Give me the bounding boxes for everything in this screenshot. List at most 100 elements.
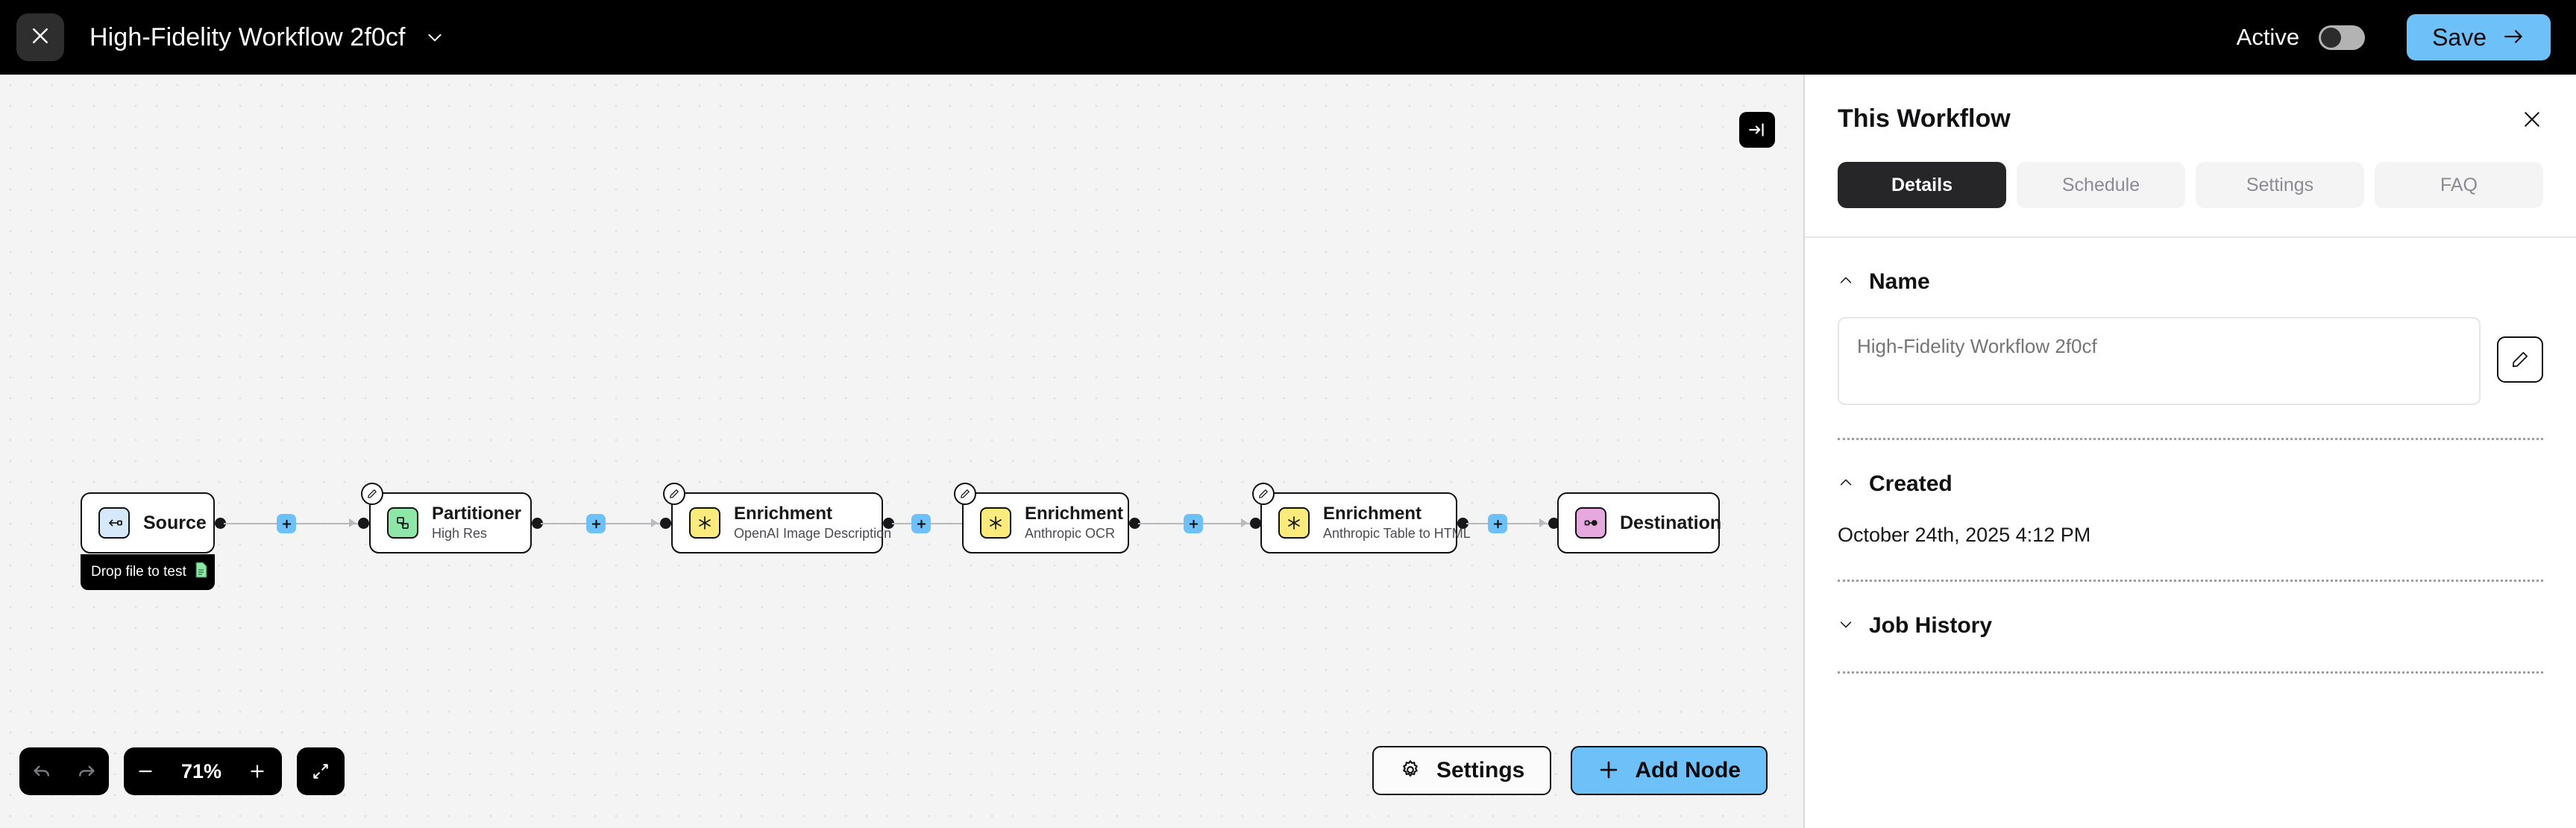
section-title-job-history: Job History <box>1869 613 1993 638</box>
enrichment-icon <box>689 507 720 539</box>
flow-node-enrichment-ocr[interactable]: Enrichment Anthropic OCR <box>954 483 1129 553</box>
flow-node-title: Partitioner <box>432 504 522 524</box>
zoom-level[interactable]: 71% <box>180 759 222 782</box>
zoom-out-button[interactable] <box>124 747 167 795</box>
node-port-out[interactable] <box>532 518 543 529</box>
close-icon <box>29 25 51 51</box>
add-node-between-button[interactable] <box>586 514 606 533</box>
arrow-right-icon <box>2503 27 2525 48</box>
flow-node-subtitle: Anthropic OCR <box>1025 525 1116 541</box>
drop-file-tooltip: Drop file to test <box>81 554 215 590</box>
settings-button[interactable]: Settings <box>1372 746 1552 795</box>
flow-node-title: Destination <box>1620 512 1722 533</box>
chevron-up-icon <box>1838 272 1854 292</box>
panel-tabs: Details Schedule Settings FAQ <box>1805 134 2576 208</box>
flow-node-subtitle: High Res <box>432 525 488 541</box>
tab-settings[interactable]: Settings <box>2196 162 2364 208</box>
node-graph: Source Drop file to test <box>0 75 1803 828</box>
save-button[interactable]: Save <box>2407 14 2551 60</box>
edit-node-button[interactable] <box>361 483 383 505</box>
edit-node-button[interactable] <box>1252 483 1275 505</box>
edge-arrow-icon <box>1539 518 1546 527</box>
created-value: October 24th, 2025 4:12 PM <box>1838 524 2091 546</box>
node-port-in[interactable] <box>1548 518 1559 529</box>
section-divider <box>1838 438 2543 440</box>
edit-node-button[interactable] <box>954 483 976 505</box>
section-header-name[interactable]: Name <box>1838 238 2543 295</box>
add-node-between-button[interactable] <box>1184 514 1203 533</box>
workflow-canvas[interactable]: Source Drop file to test <box>0 75 1803 828</box>
chevron-down-icon[interactable] <box>425 28 444 47</box>
enrichment-icon <box>980 507 1011 539</box>
add-node-button-label: Add Node <box>1635 758 1741 782</box>
details-panel: This Workflow Details Schedule Settings … <box>1803 75 2576 828</box>
section-title-created: Created <box>1869 471 1953 496</box>
workflow-name-input[interactable] <box>1838 317 2481 405</box>
node-port-out[interactable] <box>883 518 894 529</box>
node-port-out[interactable] <box>215 518 226 529</box>
zoom-in-button[interactable] <box>236 747 279 795</box>
node-port-in[interactable] <box>358 518 369 529</box>
flow-node-title: Enrichment <box>1025 504 1124 524</box>
close-workflow-button[interactable] <box>16 13 64 61</box>
redo-icon[interactable] <box>64 747 109 795</box>
gear-icon <box>1399 759 1421 783</box>
canvas-actions: Settings Add Node <box>1372 746 1768 795</box>
edge-line <box>1466 522 1548 525</box>
edit-node-button[interactable] <box>663 483 685 505</box>
add-node-between-button[interactable] <box>1488 514 1507 533</box>
node-port-in[interactable] <box>660 518 671 529</box>
destination-icon <box>1575 507 1606 539</box>
top-bar-right: Active Save <box>2237 14 2551 60</box>
chevron-up-icon <box>1838 474 1854 495</box>
panel-header: This Workflow <box>1805 75 2576 134</box>
active-toggle[interactable] <box>2319 25 2366 50</box>
source-icon <box>98 507 130 539</box>
add-node-button[interactable]: Add Node <box>1571 746 1768 795</box>
edge-arrow-icon <box>651 518 658 527</box>
tab-schedule[interactable]: Schedule <box>2017 162 2185 208</box>
undo-icon[interactable] <box>19 747 64 795</box>
add-node-between-button[interactable] <box>911 514 931 533</box>
flow-node-title: Enrichment <box>734 504 833 524</box>
edge-arrow-icon <box>349 518 356 527</box>
chevron-down-icon <box>1838 616 1854 636</box>
tab-details[interactable]: Details <box>1838 162 2006 208</box>
flow-node-enrichment-openai[interactable]: Enrichment OpenAI Image Description <box>663 483 891 553</box>
flow-node-destination[interactable]: Destination <box>1557 492 1722 553</box>
fit-screen-toolbar <box>297 747 345 795</box>
flow-node-partitioner[interactable]: Partitioner High Res <box>361 483 532 553</box>
panel-body: Name Created October 24th, 2025 4:12 PM <box>1805 238 2576 674</box>
add-node-between-button[interactable] <box>277 514 296 533</box>
edge-arrow-icon <box>1241 518 1248 527</box>
flow-node-enrichment-table[interactable]: Enrichment Anthropic Table to HTML <box>1252 483 1471 553</box>
collapse-right-icon[interactable] <box>1739 112 1775 148</box>
flow-node-subtitle: Anthropic Table to HTML <box>1323 525 1471 541</box>
section-title-name: Name <box>1869 269 1930 294</box>
zoom-toolbar: 71% <box>124 747 282 795</box>
node-port-out[interactable] <box>1457 518 1468 529</box>
file-icon <box>194 562 209 583</box>
edge-line <box>892 522 978 525</box>
flow-node-source[interactable]: Source <box>81 492 215 553</box>
node-port-out[interactable] <box>1129 518 1140 529</box>
flow-node-title: Source <box>143 512 207 533</box>
history-toolbar <box>19 747 109 795</box>
section-divider <box>1838 580 2543 582</box>
fit-screen-icon[interactable] <box>297 747 345 795</box>
close-icon[interactable] <box>2521 108 2543 131</box>
section-header-created[interactable]: Created <box>1838 440 2543 497</box>
settings-button-label: Settings <box>1436 758 1525 782</box>
name-field-row <box>1838 317 2543 405</box>
tooltip-label: Drop file to test <box>91 564 186 580</box>
section-header-job-history[interactable]: Job History <box>1838 582 2543 639</box>
enrichment-icon <box>1278 507 1310 539</box>
edit-name-button[interactable] <box>2497 336 2543 383</box>
flow-node-subtitle: OpenAI Image Description <box>734 525 892 541</box>
plus-icon <box>1598 759 1620 783</box>
section-divider <box>1838 671 2543 674</box>
active-label: Active <box>2236 24 2300 50</box>
node-port-in[interactable] <box>1250 518 1261 529</box>
tab-faq[interactable]: FAQ <box>2375 162 2543 208</box>
